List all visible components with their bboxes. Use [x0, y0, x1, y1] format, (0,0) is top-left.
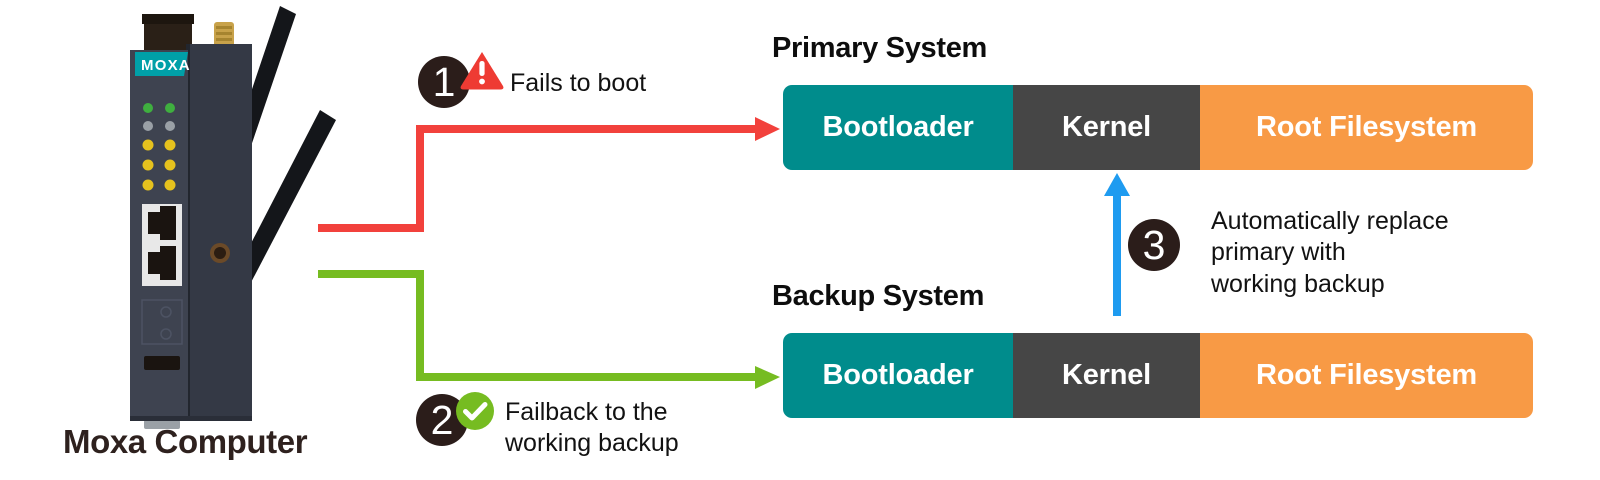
step-1-label: Fails to boot	[510, 69, 647, 97]
primary-kernel-segment: Kernel	[1013, 85, 1200, 170]
check-circle-icon	[456, 392, 494, 430]
device-foot	[144, 420, 180, 429]
moxa-computer-illustration: MOXA	[124, 0, 360, 440]
step-1-badge: 1	[418, 56, 470, 108]
step-2-label: Failback to the working backup	[505, 397, 679, 460]
backup-kernel-segment: Kernel	[1013, 333, 1200, 418]
primary-system-bar: Bootloader Kernel Root Filesystem	[783, 85, 1533, 170]
primary-system-title: Primary System	[772, 32, 988, 64]
ethernet-port-2	[142, 244, 182, 286]
led-array	[142, 103, 176, 191]
wire-failback-arrowhead	[755, 366, 780, 389]
backup-system-bar: Bootloader Kernel Root Filesystem	[783, 333, 1533, 418]
wire-replace-primary-arrowhead	[1104, 173, 1130, 196]
wire-fails-to-boot-arrowhead	[755, 117, 780, 141]
serial-port-panel	[141, 299, 183, 345]
wire-fails-to-boot	[318, 125, 757, 232]
moxa-logo-plate	[135, 52, 188, 76]
card-slot	[144, 356, 180, 370]
primary-rootfs-segment: Root Filesystem	[1200, 85, 1533, 170]
backup-system-title: Backup System	[772, 280, 985, 312]
device-caption: Moxa Computer	[63, 423, 308, 460]
step-3-label: Automatically replace primary with worki…	[1211, 206, 1449, 300]
device-svg: MOXA	[124, 6, 336, 429]
device-side-face	[188, 44, 252, 420]
warning-triangle-icon	[460, 52, 504, 90]
svg-text:MOXA: MOXA	[141, 57, 191, 74]
wire-failback	[318, 270, 757, 381]
step-3-label-line-3: working backup	[1211, 269, 1385, 298]
step-3-badge: 3	[1128, 219, 1180, 271]
ethernet-port-1	[142, 204, 182, 246]
backup-bootloader-segment: Bootloader	[783, 333, 1013, 418]
step-3-label-line-2: primary with	[1211, 238, 1346, 267]
step-3-label-line-1: Automatically replace	[1211, 207, 1449, 235]
antenna-lower-icon	[230, 110, 336, 292]
backup-rootfs-segment: Root Filesystem	[1200, 333, 1533, 418]
primary-bootloader-segment: Bootloader	[783, 85, 1013, 170]
step-2-label-line-1: Failback to the	[505, 398, 668, 426]
step-2-label-line-2: working backup	[505, 429, 679, 458]
